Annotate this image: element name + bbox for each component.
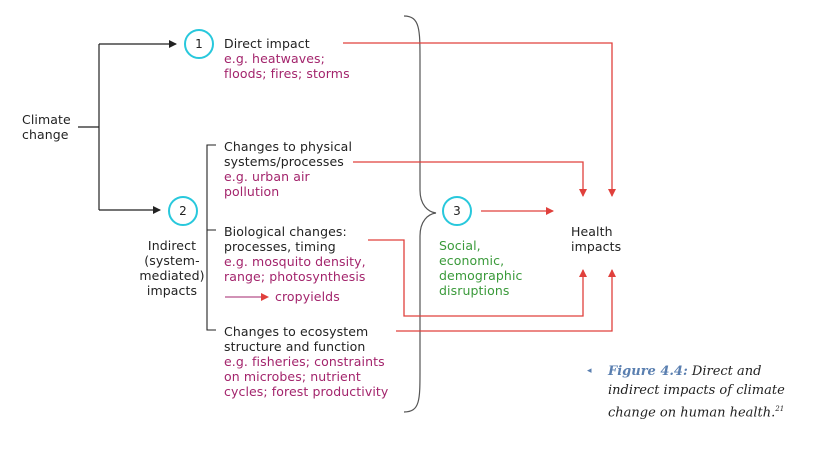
- social-disruptions-label: Social, economic, demographic disruption…: [439, 238, 523, 298]
- caption-text: change on human health.: [608, 405, 776, 421]
- direct-impact-example: e.g. heatwaves;: [224, 51, 325, 66]
- branch-example: e.g. mosquito density,: [224, 254, 366, 269]
- climate-change-line: change: [22, 127, 69, 142]
- climate-change-label: Climate change: [22, 112, 71, 142]
- caption-line: indirect impacts of climate: [608, 383, 785, 398]
- caption-line: change on human health.21: [608, 400, 785, 422]
- branch-title: Changes to ecosystem: [224, 324, 369, 339]
- node-2-number: 2: [179, 204, 187, 218]
- climate-change-line: Climate: [22, 112, 71, 127]
- indirect-label-line: (system-: [144, 253, 200, 268]
- health-impacts-label: Health impacts: [571, 224, 621, 254]
- caption-text: Direct and: [687, 364, 762, 379]
- direct-impact-block: Direct impact e.g. heatwaves; floods; fi…: [224, 36, 350, 81]
- branch-example: pollution: [224, 184, 280, 199]
- indirect-label-line: impacts: [146, 283, 198, 298]
- caption-line: Figure 4.4: Direct and: [608, 362, 785, 381]
- caption-ref: 21: [775, 405, 785, 413]
- branch-example: cycles; forest productivity: [224, 384, 389, 399]
- health-impacts-line: Health: [571, 224, 613, 239]
- direct-impact-title: Direct impact: [224, 36, 310, 51]
- branch-title: structure and function: [224, 339, 366, 354]
- branch-ecosystem: Changes to ecosystem structure and funct…: [224, 324, 388, 399]
- social-label-line: demographic: [439, 268, 523, 283]
- arrow-physical-to-health: [353, 161, 587, 197]
- direct-impact-example: floods; fires; storms: [224, 66, 350, 81]
- branch-title: Changes to physical: [224, 139, 353, 154]
- branch-title: processes, timing: [224, 239, 336, 254]
- cropyields-label: cropyields: [275, 289, 340, 304]
- branch-title: Biological changes:: [224, 224, 347, 239]
- node-3-number: 3: [453, 204, 461, 218]
- branch-bracket: [206, 144, 216, 331]
- node-1-circle: 1: [184, 29, 214, 59]
- branch-biological: Biological changes: processes, timing e.…: [224, 224, 366, 284]
- health-impacts-line: impacts: [571, 239, 622, 254]
- arrow-biological-to-health: [368, 239, 587, 317]
- caption-lead: Figure 4.4:: [608, 364, 688, 379]
- curly-brace: [403, 15, 437, 413]
- social-label-line: economic,: [439, 253, 505, 268]
- branch-example: e.g. urban air: [224, 169, 310, 184]
- caption-marker-icon: ◂: [587, 366, 592, 376]
- arrow-direct-to-health: [343, 42, 616, 197]
- branch-physical: Changes to physical systems/processes e.…: [224, 139, 352, 199]
- indirect-label-line: mediated): [139, 268, 205, 283]
- node-2-circle: 2: [168, 196, 198, 226]
- social-label-line: Social,: [439, 238, 481, 253]
- branch-example: e.g. fisheries; constraints: [224, 354, 385, 369]
- social-label-line: disruptions: [439, 283, 510, 298]
- connector-climate-split: [78, 44, 100, 210]
- node-1-number: 1: [195, 37, 203, 51]
- indirect-label-line: Indirect: [147, 238, 197, 253]
- arrow-ecosystem-to-health: [396, 269, 616, 332]
- node-3-circle: 3: [442, 196, 472, 226]
- indirect-impacts-label: Indirect (system- mediated) impacts: [136, 238, 208, 298]
- branch-example: on microbes; nutrient: [224, 369, 361, 384]
- branch-example: range; photosynthesis: [224, 269, 366, 284]
- figure-caption: Figure 4.4: Direct and indirect impacts …: [608, 362, 785, 422]
- branch-title: systems/processes: [224, 154, 344, 169]
